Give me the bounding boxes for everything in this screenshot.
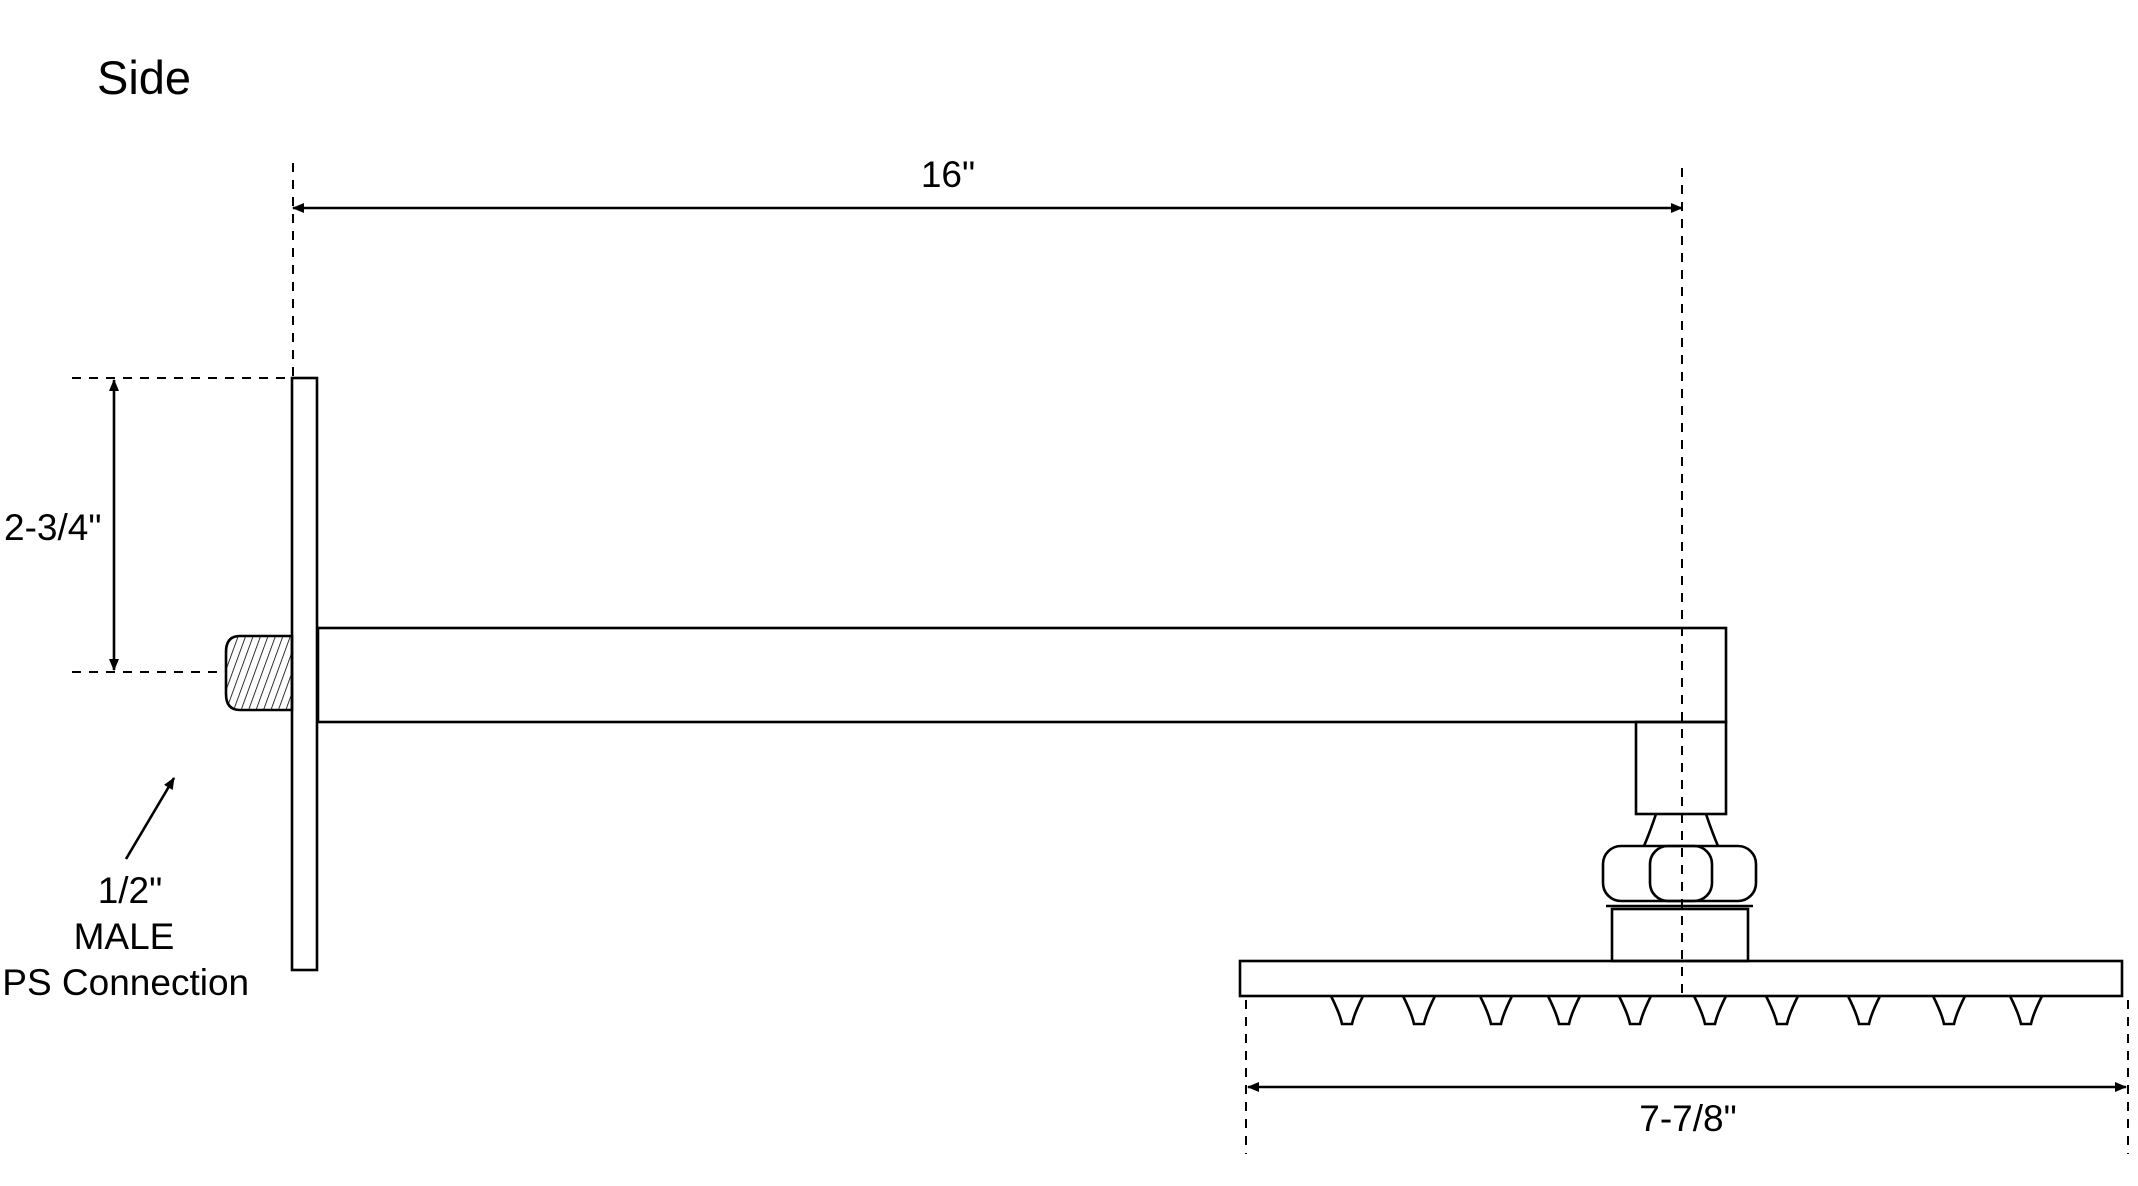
head-width-label: 7-7/8" xyxy=(1639,1098,1736,1139)
connection-callout-arrow xyxy=(124,777,176,860)
threaded-connection xyxy=(224,634,294,712)
flange-offset-label: 2-3/4" xyxy=(4,507,101,548)
arm-length-label: 16" xyxy=(921,154,975,195)
spray-nozzles xyxy=(1329,995,2044,1026)
extension-lines xyxy=(72,163,2129,1154)
swivel-nut xyxy=(1601,844,1758,908)
connection-gender-label: MALE xyxy=(74,916,175,957)
shower-arm xyxy=(316,626,1728,724)
shower-head-plate xyxy=(1238,959,2124,998)
head-neck xyxy=(1610,907,1750,963)
connection-size-label: 1/2" xyxy=(98,870,163,911)
arm-elbow xyxy=(1634,720,1728,847)
connection-type-label: IPS Connection xyxy=(0,962,249,1003)
wall-flange xyxy=(290,376,319,972)
view-title: Side xyxy=(97,51,191,104)
